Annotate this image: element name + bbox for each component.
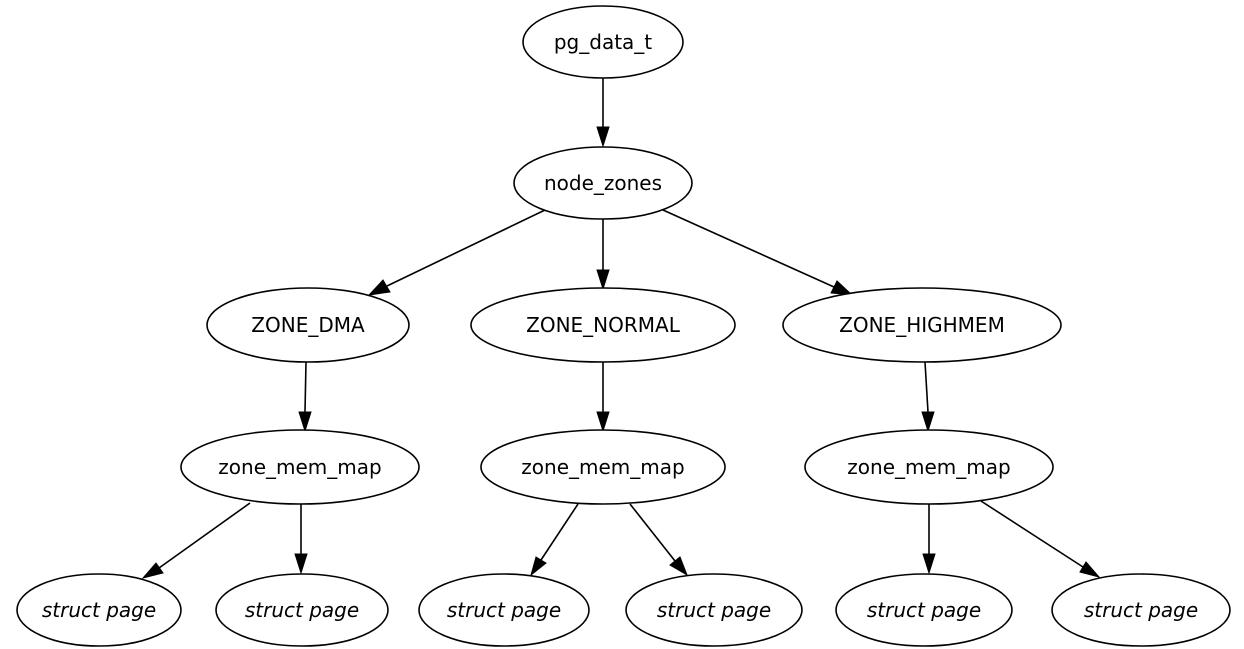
edge-zone-mem-map-normal-to-struct-page-2 (629, 503, 688, 577)
node-zone-dma[interactable]: ZONE_DMA (206, 287, 410, 363)
node-struct-page-normal-1-label: struct page (447, 598, 561, 622)
node-struct-page-highmem-2-label: struct page (1084, 598, 1198, 622)
edge-zone-mem-map-highmem-to-struct-page-2 (980, 500, 1101, 578)
node-struct-page-normal-2-label: struct page (657, 598, 771, 622)
node-struct-page-highmem-2[interactable]: struct page (1051, 573, 1231, 647)
node-zone-mem-map-normal[interactable]: zone_mem_map (480, 429, 726, 505)
node-zone-normal-label: ZONE_NORMAL (526, 313, 681, 337)
node-pg-data-t-label: pg_data_t (554, 30, 652, 54)
node-zone-mem-map-dma-label: zone_mem_map (218, 455, 381, 479)
node-struct-page-dma-2-label: struct page (245, 598, 359, 622)
edge-zone-normal-to-zone-mem-map-normal (596, 362, 610, 433)
edge-node-zones-to-zone-normal (596, 219, 610, 291)
node-zone-mem-map-highmem-label: zone_mem_map (847, 455, 1010, 479)
node-struct-page-dma-2[interactable]: struct page (215, 573, 389, 647)
node-zone-normal[interactable]: ZONE_NORMAL (470, 287, 736, 363)
node-zone-mem-map-dma[interactable]: zone_mem_map (180, 429, 420, 505)
node-zone-highmem-label: ZONE_HIGHMEM (839, 313, 1005, 337)
node-struct-page-highmem-1[interactable]: struct page (835, 573, 1013, 647)
edge-node-zones-to-zone-highmem (662, 209, 854, 296)
node-struct-page-dma-1[interactable]: struct page (16, 573, 182, 647)
edge-zone-highmem-to-zone-mem-map-highmem (921, 361, 935, 433)
nodes: pg_data_t node_zones ZONE_DMA ZONE_NORMA… (16, 5, 1231, 647)
edge-zone-mem-map-dma-to-struct-page-2 (294, 503, 308, 575)
edge-zone-dma-to-zone-mem-map-dma (298, 361, 312, 433)
edge-node-zones-to-zone-dma (367, 209, 546, 296)
node-zone-mem-map-normal-label: zone_mem_map (521, 455, 684, 479)
node-node-zones-label: node_zones (544, 171, 662, 195)
node-node-zones[interactable]: node_zones (513, 146, 693, 220)
node-zone-mem-map-highmem[interactable]: zone_mem_map (804, 429, 1054, 505)
edge-pg-data-t-to-node-zones (596, 78, 610, 148)
node-zone-highmem[interactable]: ZONE_HIGHMEM (782, 287, 1062, 363)
node-pg-data-t[interactable]: pg_data_t (522, 5, 684, 79)
edge-zone-mem-map-highmem-to-struct-page-1 (922, 504, 936, 575)
node-struct-page-highmem-1-label: struct page (867, 598, 981, 622)
edge-zone-mem-map-normal-to-struct-page-1 (530, 503, 579, 577)
node-struct-page-dma-1-label: struct page (42, 598, 156, 622)
edge-zone-mem-map-dma-to-struct-page-1 (141, 502, 251, 579)
node-struct-page-normal-2[interactable]: struct page (625, 573, 803, 647)
node-struct-page-normal-1[interactable]: struct page (418, 573, 590, 647)
node-zone-dma-label: ZONE_DMA (251, 313, 365, 337)
